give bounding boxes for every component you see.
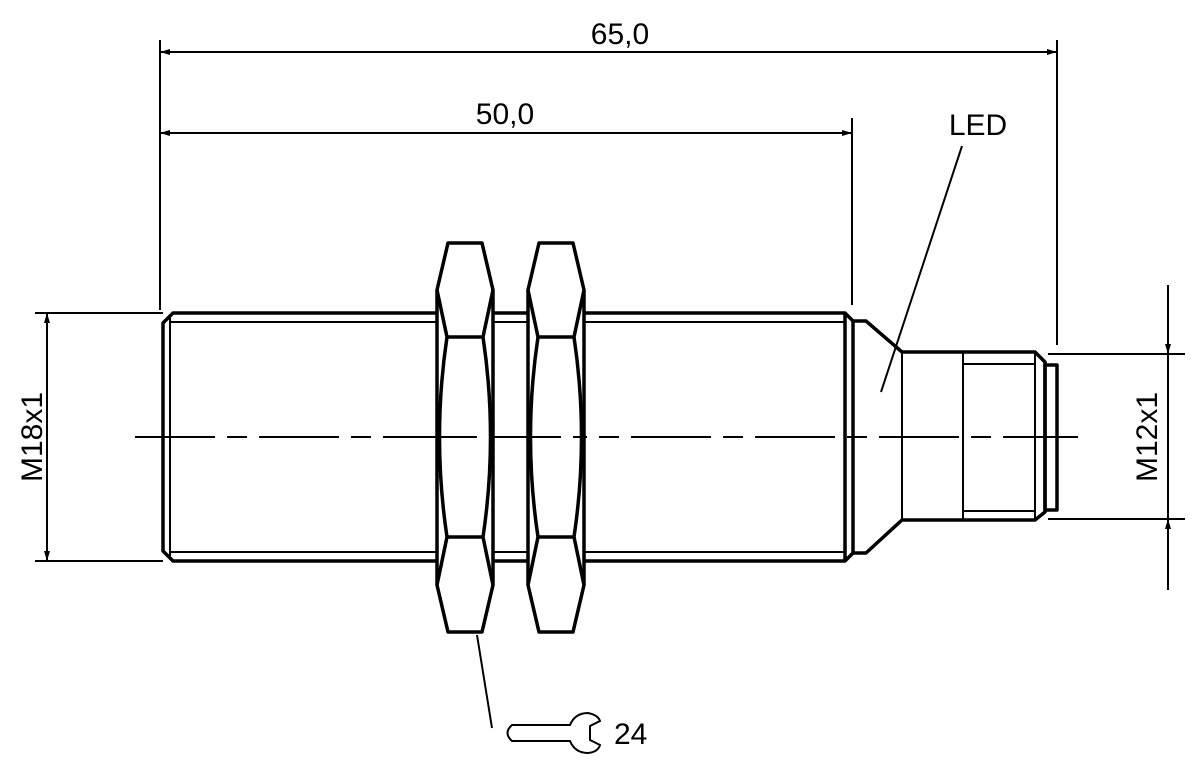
thread-length-label: 50,0	[476, 98, 534, 131]
led-label: LED	[949, 109, 1007, 142]
wrench-callout: 24	[476, 634, 647, 755]
dimension-m18: M18x1	[16, 312, 163, 562]
threaded-body	[161, 311, 855, 563]
wrench-icon	[506, 711, 602, 755]
dimension-overall-length: 65,0	[159, 18, 1058, 345]
overall-length-label: 65,0	[591, 18, 649, 51]
dimension-m12: M12x1	[1048, 285, 1185, 590]
m12-label: M12x1	[1131, 392, 1164, 482]
led-callout: LED	[880, 109, 1007, 393]
wrench-size-label: 24	[614, 718, 647, 751]
dimension-thread-length: 50,0	[160, 98, 853, 305]
m18-label: M18x1	[16, 392, 49, 482]
m12-connector	[853, 319, 1059, 555]
